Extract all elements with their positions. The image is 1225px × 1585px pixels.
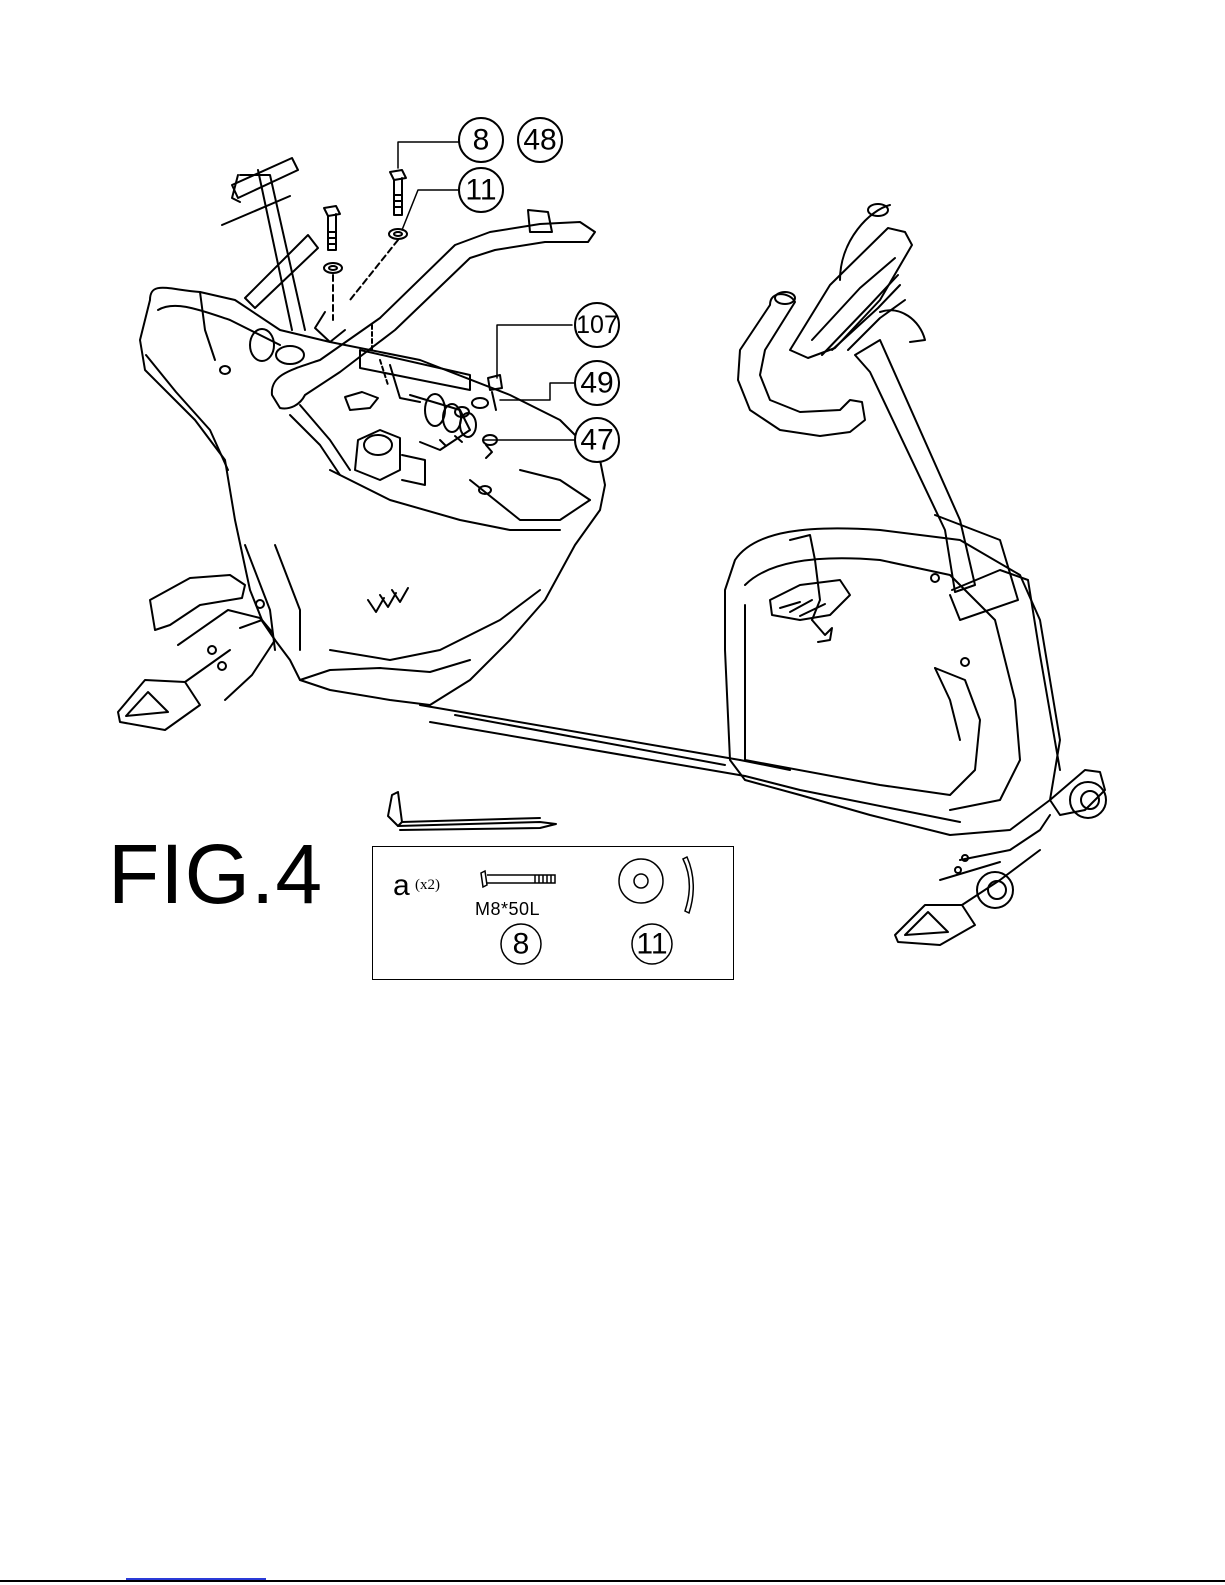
allen-key — [388, 792, 556, 830]
callout-47-label: 47 — [580, 424, 613, 457]
callout-8: 8 — [459, 118, 503, 162]
rear-frame — [725, 204, 1106, 945]
handlebar-assembly — [272, 170, 595, 485]
parts-box-icons: 8 11 — [373, 847, 735, 981]
callout-8-label: 8 — [473, 124, 490, 157]
washer-icon — [619, 857, 693, 913]
main-rail — [420, 705, 960, 822]
hardware-parts-box: a (x2) 8 11 M8*50L — [372, 846, 734, 980]
page-footer-rule — [0, 1580, 1225, 1582]
callout-107: 107 — [575, 303, 619, 347]
callout-11: 11 — [459, 168, 503, 212]
callout-11-label: 11 — [465, 174, 496, 207]
callout-48-label: 48 — [523, 124, 556, 157]
callout-107-label: 107 — [576, 311, 618, 339]
washer-number: 11 — [636, 928, 667, 961]
callout-47: 47 — [575, 418, 619, 462]
footer-link-underline — [126, 1578, 266, 1580]
callout-49: 49 — [575, 361, 619, 405]
figure-title: FIG.4 — [108, 832, 323, 916]
callout-48: 48 — [518, 118, 562, 162]
bolt-icon — [481, 871, 555, 887]
bolt-spec: M8*50L — [475, 899, 540, 920]
callout-49-label: 49 — [580, 367, 613, 400]
bolt-number: 8 — [513, 928, 530, 961]
